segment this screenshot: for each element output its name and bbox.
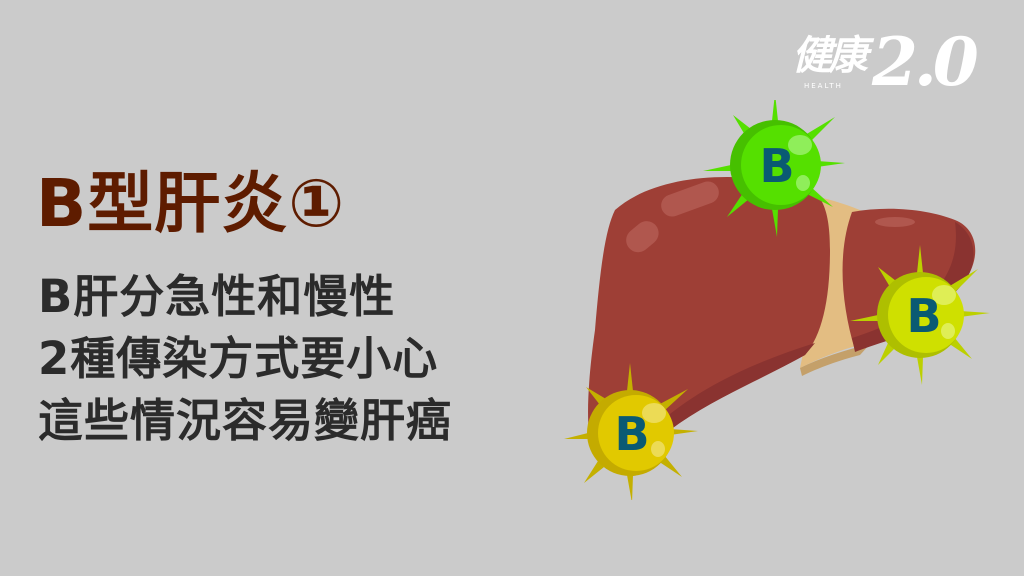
subtitle-line-3: 這些情況容易變肝癌 (38, 394, 453, 447)
virus-label: B (906, 289, 941, 343)
virus-icon-yellow: B (564, 363, 698, 500)
brand-subtitle: HEALTH (804, 82, 843, 90)
brand-logo: 健康 HEALTH 2.0 (792, 23, 1002, 104)
subtitle-line-2: 2種傳染方式要小心 (38, 332, 439, 385)
liver-left-lobe (588, 177, 830, 461)
liver-illustration: B B (564, 100, 990, 500)
virus-icon-lime: B (850, 245, 990, 385)
virus-label: B (759, 139, 794, 193)
headline-title: B型肝炎① (36, 165, 346, 242)
headline-subtitles: B肝分急性和慢性 2種傳染方式要小心 這些情況容易變肝癌 (38, 266, 452, 452)
brand-name: 健康 (792, 33, 868, 79)
virus-icon-green: B (703, 100, 845, 237)
virus-label: B (614, 407, 649, 461)
subtitle-line-1: B肝分急性和慢性 (38, 270, 396, 323)
brand-version: 2.0 (872, 23, 979, 101)
